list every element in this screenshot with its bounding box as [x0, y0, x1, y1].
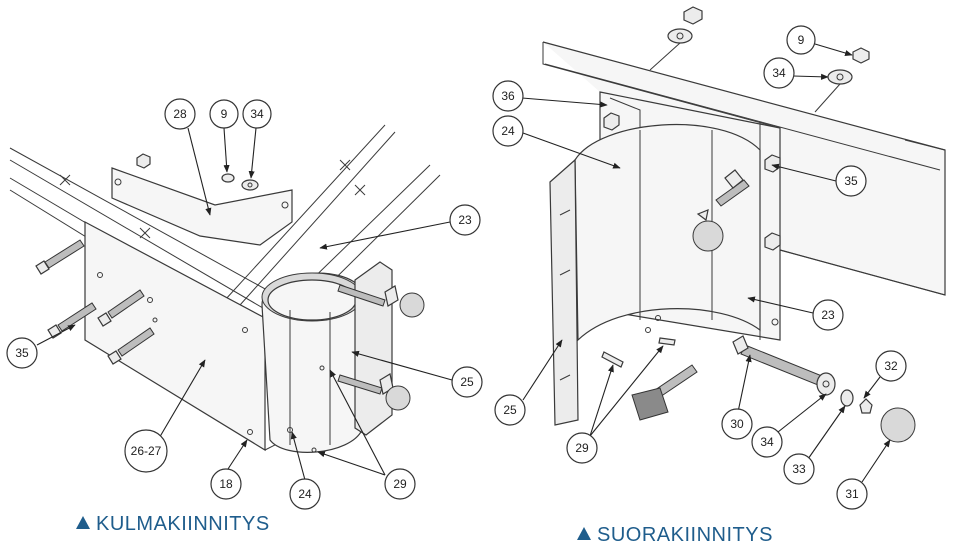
pin-a	[601, 351, 624, 368]
callout-r-32: 32	[875, 350, 907, 382]
svg-text:26-27: 26-27	[131, 444, 162, 458]
svg-text:18: 18	[219, 477, 233, 491]
triangle-icon	[76, 516, 90, 529]
caption-corner-mount-text: KULMAKIINNITYS	[96, 513, 270, 535]
callout-r-23: 23	[812, 299, 844, 331]
svg-text:23: 23	[821, 308, 835, 322]
callout-r-30: 30	[721, 408, 753, 440]
callout-r-24: 24	[492, 115, 524, 147]
callout-r-29: 29	[566, 432, 598, 464]
svg-text:35: 35	[844, 174, 858, 188]
callout-18: 18	[210, 468, 242, 500]
callout-r-34-top: 34	[763, 57, 795, 89]
pole-clamp	[261, 272, 363, 453]
svg-text:24: 24	[501, 124, 515, 138]
svg-text:29: 29	[393, 477, 407, 491]
rail-markings	[59, 159, 366, 239]
callout-29: 29	[384, 468, 416, 500]
svg-text:24: 24	[298, 487, 312, 501]
callout-r-33: 33	[783, 453, 815, 485]
callout-34: 34	[242, 99, 272, 129]
mounting-bolts	[35, 239, 155, 365]
svg-text:28: 28	[173, 107, 187, 121]
callout-28: 28	[164, 98, 196, 130]
callout-26-27: 26-27	[124, 429, 168, 473]
callout-35: 35	[6, 337, 38, 369]
svg-text:35: 35	[15, 346, 29, 360]
callout-9: 9	[209, 99, 239, 129]
svg-text:25: 25	[460, 375, 474, 389]
svg-text:25: 25	[503, 403, 517, 417]
callout-r-35: 35	[835, 165, 867, 197]
svg-text:36: 36	[501, 89, 515, 103]
caption-straight-mount-text: SUORAKIINNITYS	[597, 524, 773, 546]
svg-text:9: 9	[221, 107, 228, 121]
svg-text:34: 34	[760, 435, 774, 449]
t-bolt	[631, 364, 698, 421]
callout-r-34: 34	[751, 426, 783, 458]
callout-r-25: 25	[494, 394, 526, 426]
svg-text:29: 29	[575, 441, 589, 455]
corner-mount-assembly	[9, 124, 441, 453]
svg-text:9: 9	[798, 33, 805, 47]
callout-23: 23	[449, 204, 481, 236]
triangle-icon	[577, 527, 591, 540]
washer-nut-pair	[221, 173, 259, 191]
svg-text:33: 33	[792, 462, 806, 476]
left-leaders	[36, 127, 453, 481]
svg-text:32: 32	[884, 359, 898, 373]
svg-text:30: 30	[730, 417, 744, 431]
svg-text:31: 31	[845, 487, 859, 501]
corner-bracket	[111, 167, 293, 246]
long-bolt	[732, 335, 823, 386]
wing-knobs	[337, 284, 425, 411]
tension-knob	[692, 169, 750, 252]
side-strap	[549, 158, 579, 426]
bracket-nut	[136, 153, 151, 169]
loose-hardware	[816, 372, 916, 443]
callout-24: 24	[289, 478, 321, 510]
callout-r-31: 31	[836, 478, 868, 510]
caption-straight-mount: SUORAKIINNITYS	[577, 524, 773, 547]
callout-25: 25	[451, 366, 483, 398]
svg-text:34: 34	[772, 66, 786, 80]
clamp-shell	[574, 124, 761, 342]
top-hardware	[649, 6, 870, 113]
svg-text:34: 34	[250, 107, 264, 121]
pin-b	[658, 337, 676, 346]
caption-corner-mount: KULMAKIINNITYS	[76, 513, 270, 536]
straight-mount-assembly	[542, 6, 946, 443]
svg-text:23: 23	[458, 213, 472, 227]
right-leaders	[521, 43, 891, 483]
clamp-strap	[354, 261, 393, 436]
callout-r-36: 36	[492, 80, 524, 112]
callout-r-9: 9	[786, 25, 816, 55]
